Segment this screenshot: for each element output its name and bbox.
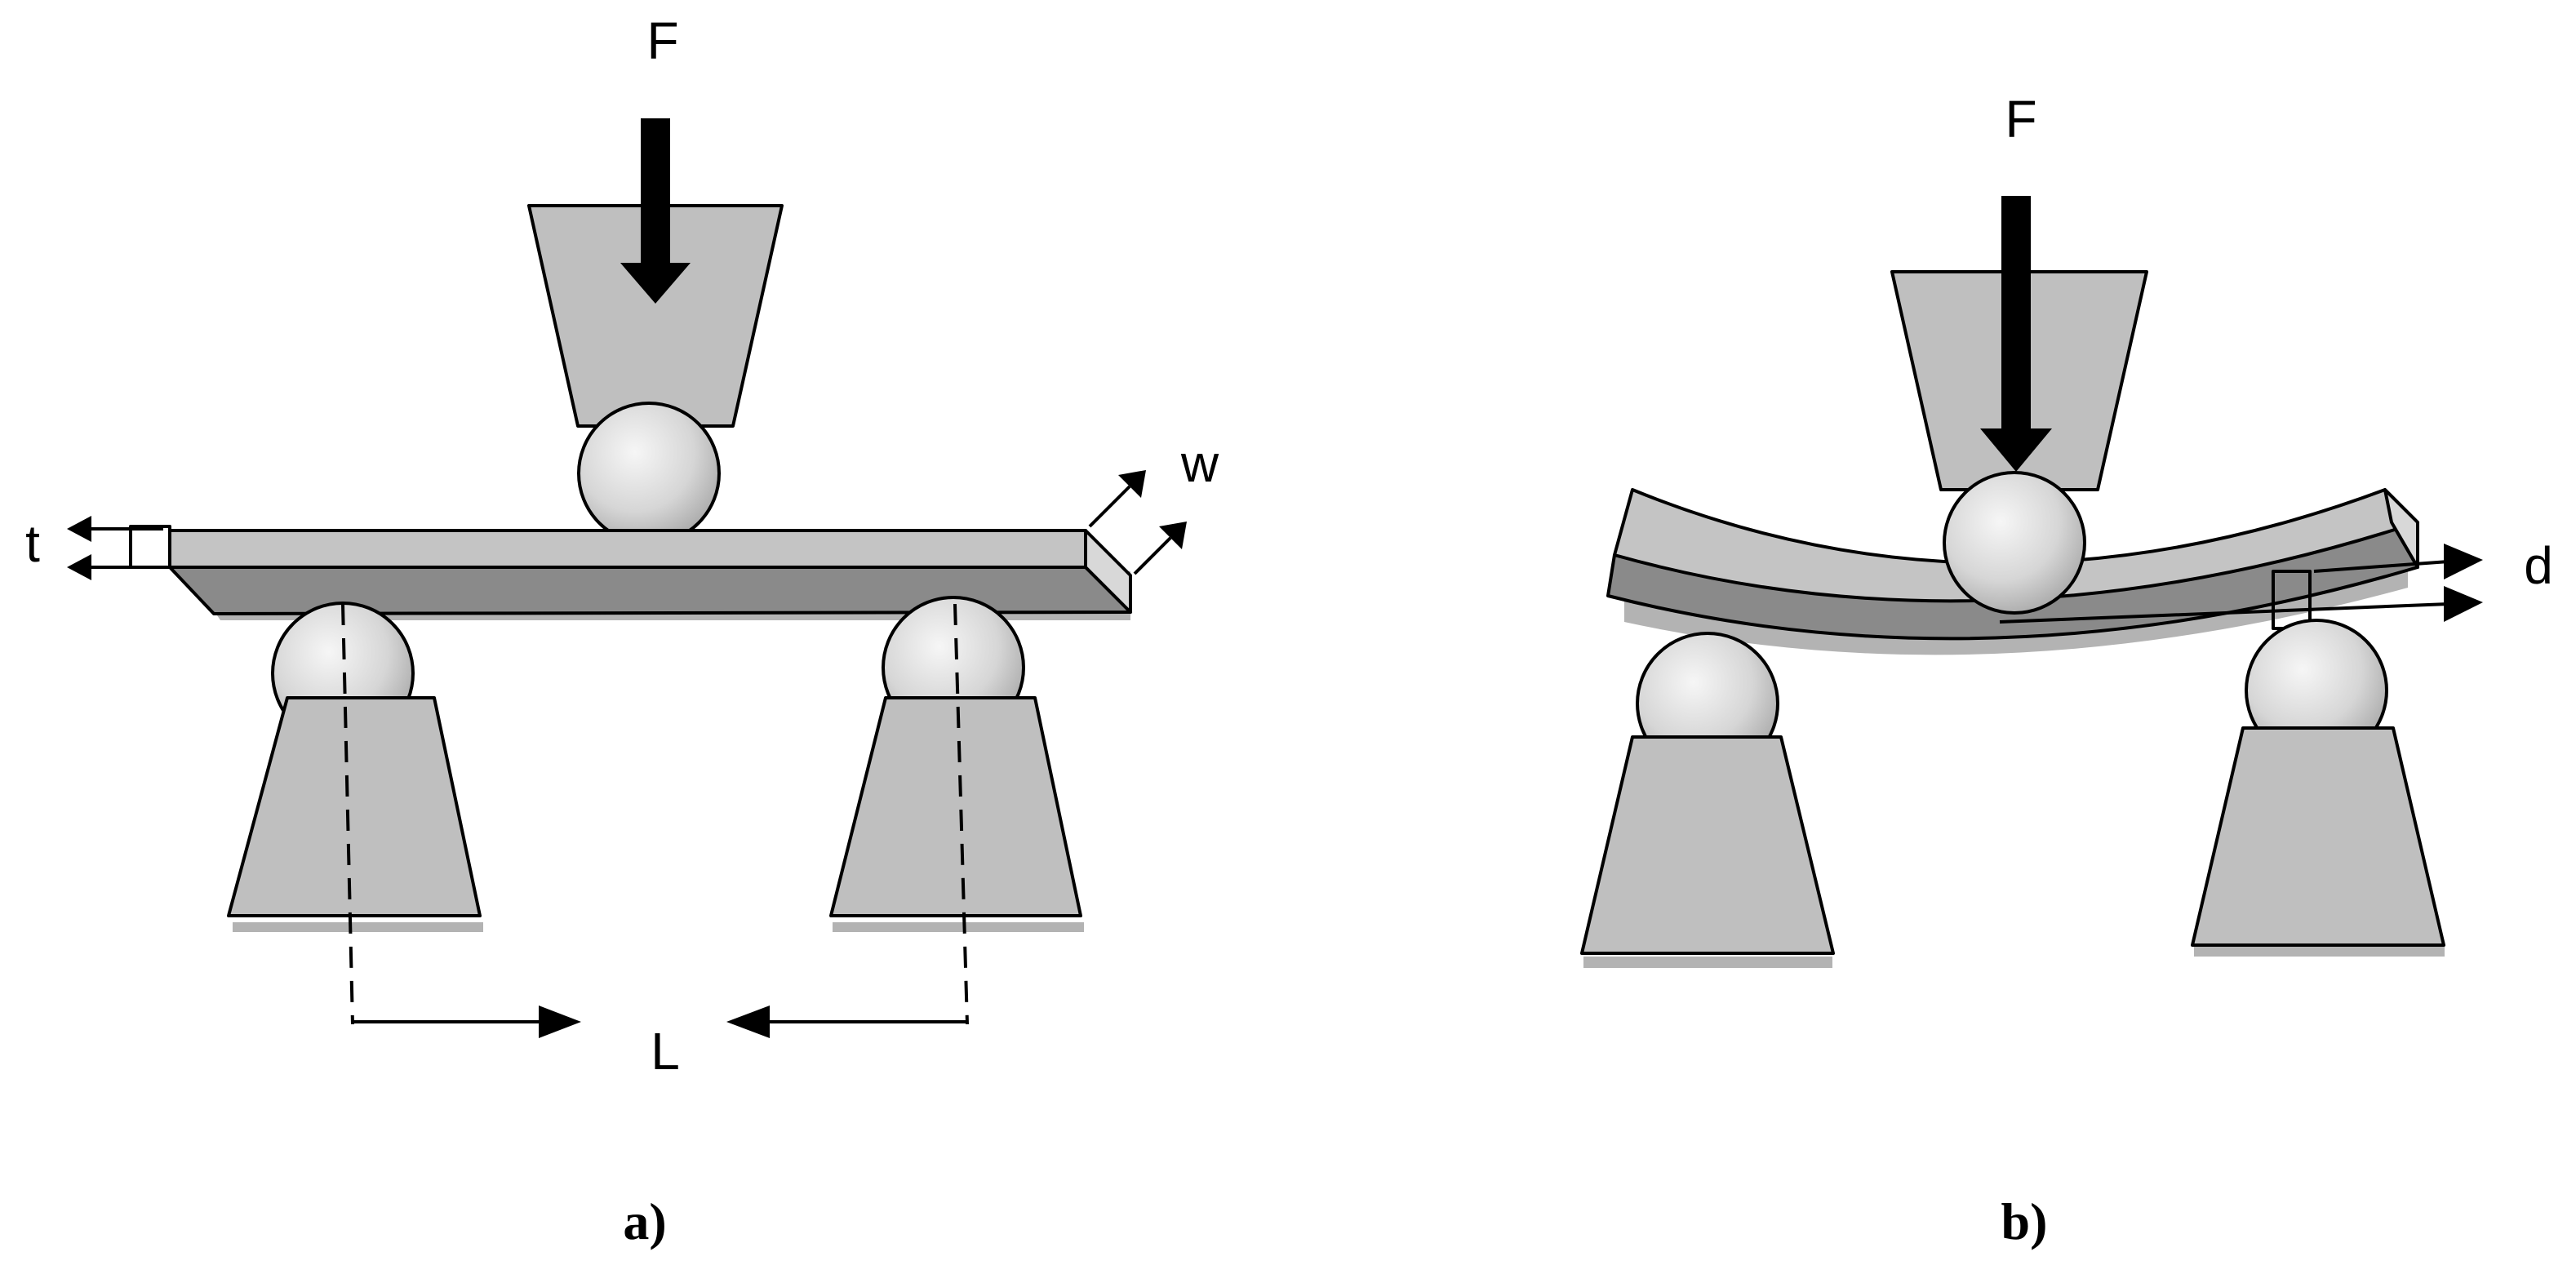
right-support-a [829, 596, 1084, 932]
caption-b: b) [2001, 1192, 2048, 1250]
caption-a: a) [623, 1192, 666, 1250]
span-label: L [651, 1022, 680, 1081]
span-dimension [341, 603, 969, 1038]
panel-a: F t w [25, 11, 1219, 1250]
right-support-b [2191, 619, 2445, 957]
force-label-a: F [646, 11, 678, 70]
width-arrows [1088, 470, 1187, 575]
thickness-label: t [25, 514, 40, 573]
left-support-a [227, 602, 483, 932]
thickness-arrows [67, 516, 163, 580]
beam-specimen-a [129, 525, 1132, 620]
loading-nose-a [577, 402, 721, 545]
force-arrow-a [620, 118, 691, 304]
width-label: w [1180, 434, 1219, 493]
panel-b: F d b) [1580, 90, 2553, 1250]
loading-fixture-a [527, 204, 784, 428]
loading-nose-b [1943, 471, 2086, 615]
deflection-label: d [2524, 536, 2553, 595]
force-label-b: F [2005, 90, 2036, 149]
deflection-arrows [1999, 544, 2483, 624]
beam-specimen-b [1606, 488, 2419, 655]
force-arrow-b [1980, 196, 2052, 472]
left-support-b [1580, 632, 1835, 968]
